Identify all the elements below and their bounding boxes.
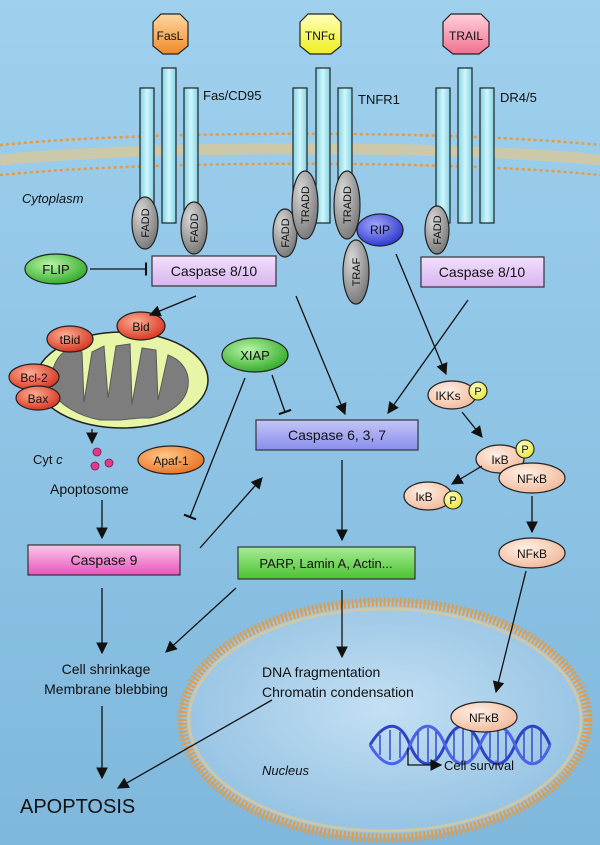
flip-protein: FLIP [24,253,88,285]
arrow-caspase9-to-caspase3 [199,477,263,549]
svg-text:FADD: FADD [432,215,444,244]
trail-ligand: TRAIL [442,13,490,55]
rip-label: RIP [370,223,390,237]
chromatin-condensation-label: Chromatin condensation [262,684,414,700]
svg-text:PARP, Lamin A, Actin...: PARP, Lamin A, Actin... [259,556,392,571]
apoptosome-label: Apoptosome [50,481,129,497]
tnfr1-receptor-label: TNFR1 [358,92,400,107]
trail-label: TRAIL [449,29,483,43]
svg-text:P: P [449,495,456,507]
free-nfkb: NFκB [498,537,566,569]
svg-text:IκB: IκB [415,490,432,504]
svg-text:NFκB: NFκB [517,547,547,561]
dna-fragmentation-label: DNA fragmentation [262,664,380,680]
nucleus-label: Nucleus [262,763,309,778]
svg-text:Apaf-1: Apaf-1 [153,454,189,468]
pathway-connectors [86,253,538,789]
svg-text:FADD: FADD [189,213,201,242]
svg-text:IκB: IκB [491,453,508,467]
svg-text:Bcl-2: Bcl-2 [20,371,48,385]
cell-survival-label: Cell survival [444,758,514,773]
tnfa-label: TNFα [305,29,335,43]
caspase-8-10-left: Caspase 8/10 [151,255,277,287]
fasl-ligand: FasL [152,13,189,55]
tnfa-ligand: TNFα [299,13,342,55]
fadd-adaptor-dr45: FADD [424,205,450,255]
arrow-ikb-release [450,465,483,485]
cytoplasm-label: Cytoplasm [22,191,84,206]
arrow-caspase8r-to-caspase3 [387,299,469,414]
arrow-parp-to-shrinkage [165,587,237,653]
svg-text:Caspase 8/10: Caspase 8/10 [171,263,258,279]
bax-protein: Bax [15,385,61,411]
arrow-chromatin-to-apoptosis [116,699,273,789]
svg-text:XIAP: XIAP [240,348,270,363]
cytochrome-c-molecules [90,447,114,471]
tradd-adaptor-right: TRADD [333,170,361,240]
svg-text:TRADD: TRADD [300,186,312,224]
svg-text:TRAF: TRAF [351,257,363,286]
arrow-transcription [407,748,443,771]
dr45-receptor-label: DR4/5 [500,90,537,105]
arrow-rip-to-ikks [395,253,448,376]
tradd-adaptor-left: TRADD [291,170,319,240]
svg-text:FLIP: FLIP [42,262,69,277]
fas-receptor-label: Fas/CD95 [203,88,262,103]
svg-text:Caspase 6, 3, 7: Caspase 6, 3, 7 [288,427,386,443]
apaf1-protein: Apaf-1 [137,445,205,475]
rip-kinase: RIP [356,213,404,247]
dr45-receptor [435,67,495,224]
caspase-6-3-7-box: Caspase 6, 3, 7 [255,419,419,451]
apoptosis-label: APOPTOSIS [20,796,135,818]
svg-text:FADD: FADD [280,218,292,247]
nuclear-nfkb: NFκB [450,701,518,733]
svg-text:Bid: Bid [132,320,149,334]
fadd-adaptor-fas-left: FADD [131,196,159,250]
fasl-label: FasL [157,29,184,43]
fadd-adaptor-tnfr1: FADD [272,208,298,258]
free-ikb: IκB P [403,481,463,511]
xiap-protein: XIAP [221,337,289,373]
ikks-complex: IKKs P [427,380,488,410]
parp-lamin-actin-box: PARP, Lamin A, Actin... [237,546,416,580]
arrow-caspase8-to-bid [148,295,197,317]
svg-text:TRADD: TRADD [342,186,354,224]
cytochrome-c-label: Cyt c [33,452,63,467]
membrane-blebbing-label: Membrane blebbing [44,681,168,697]
caspase-9-box: Caspase 9 [27,544,181,576]
mitochondrion [35,331,209,429]
svg-text:FADD: FADD [140,208,152,237]
svg-text:tBid: tBid [60,333,81,347]
fas-receptor [139,67,199,224]
svg-text:P: P [474,386,481,398]
xiap-inhibits-caspase3-line [271,374,292,416]
svg-text:P: P [521,444,528,456]
svg-text:Bax: Bax [28,392,49,406]
arrow-caspase8-to-caspase3 [295,295,347,416]
svg-text:IKKs: IKKs [435,389,460,403]
arrow-ikks-to-ikb [461,411,483,438]
nucleus [177,597,593,843]
svg-text:NFκB: NFκB [469,711,499,725]
arrow-nfkb-to-nucleus [492,570,527,694]
traf-adaptor: TRAF [342,239,370,305]
caspase-8-10-right: Caspase 8/10 [420,256,545,288]
ikb-nfkb-complex: IκB P NFκB [475,439,566,494]
svg-text:Caspase 8/10: Caspase 8/10 [439,264,526,280]
xiap-inhibits-caspase9-line [183,377,246,521]
bid-protein: Bid [116,311,166,341]
tbid-protein: tBid [46,325,94,353]
cell-shrinkage-label: Cell shrinkage [62,661,151,677]
bcl2-protein: Bcl-2 [8,363,60,391]
svg-text:Caspase 9: Caspase 9 [71,552,138,568]
svg-text:NFκB: NFκB [517,472,547,486]
fadd-adaptor-fas-right: FADD [180,201,208,255]
